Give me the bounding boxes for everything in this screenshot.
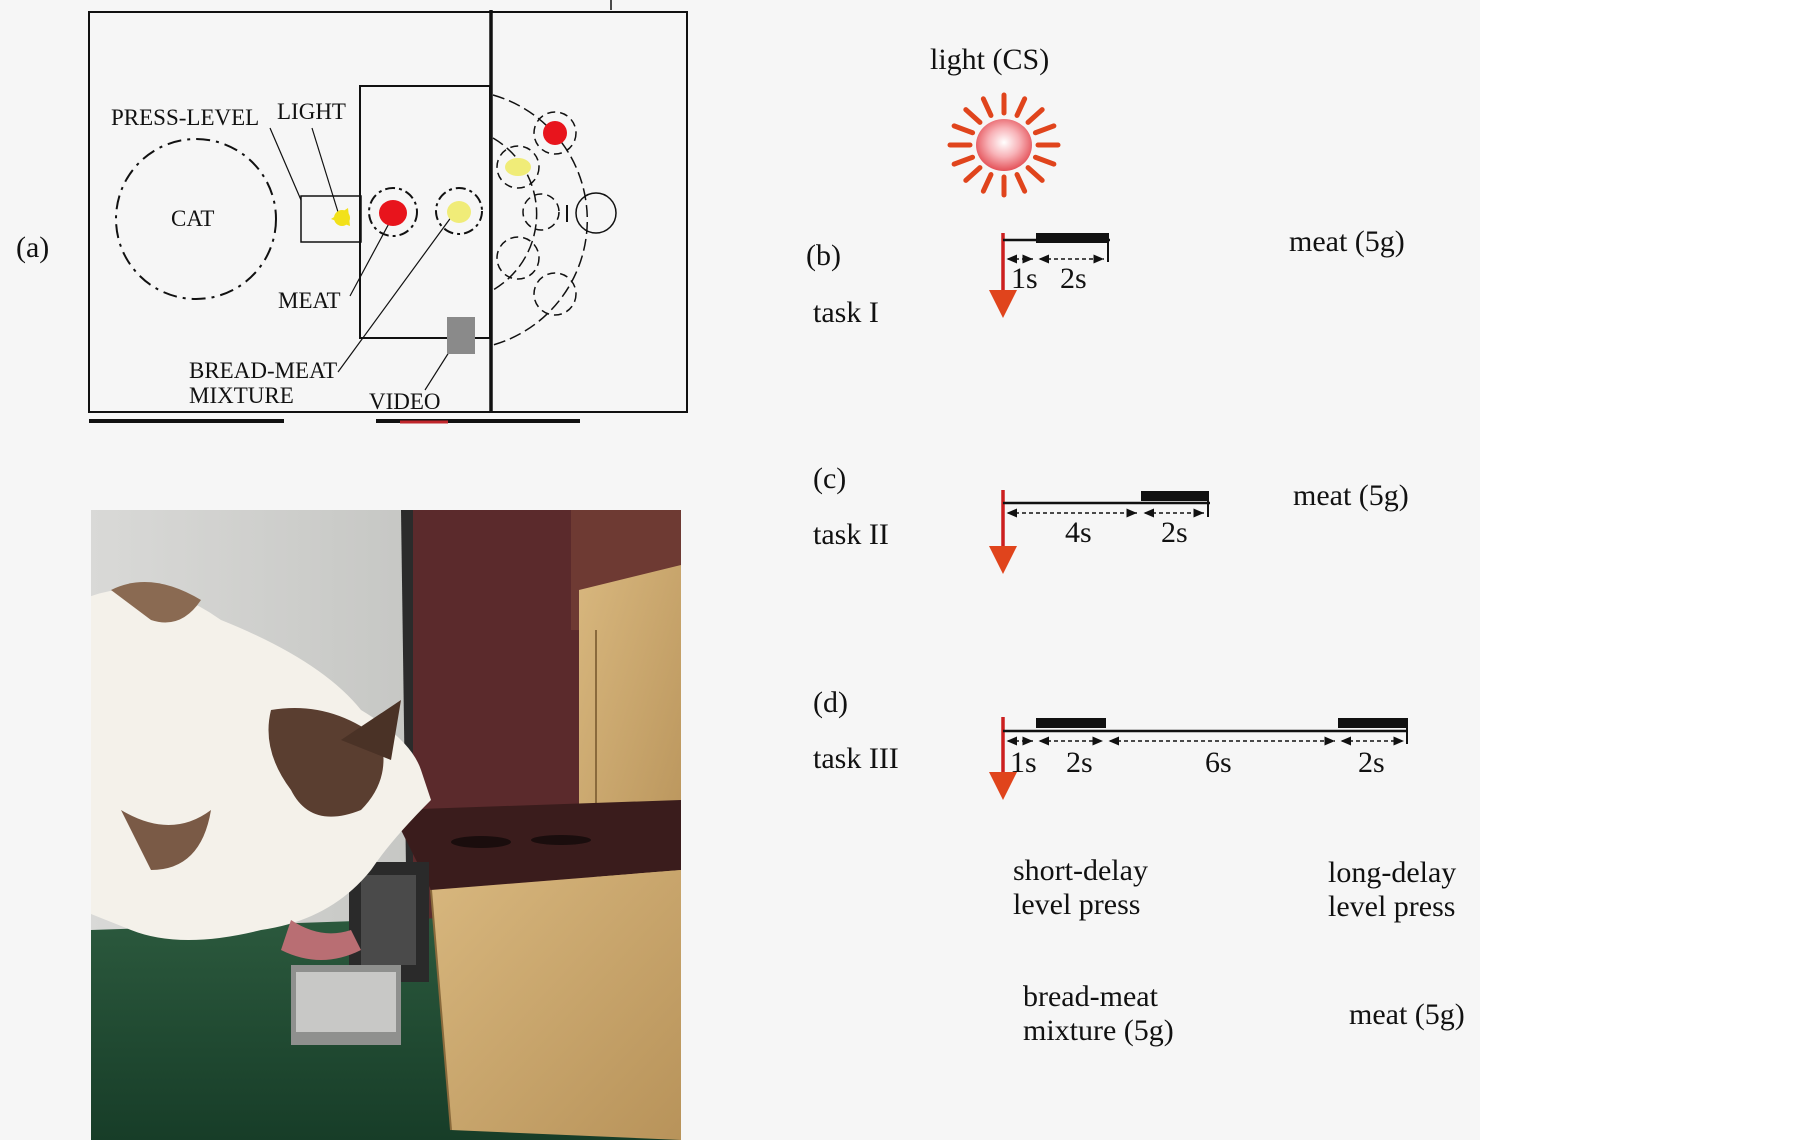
- bread-meat-label-line1: BREAD-MEAT: [189, 358, 338, 383]
- long-delay-lever-window-bar: [1338, 718, 1406, 728]
- sun-ray: [1025, 165, 1045, 183]
- sun-ray: [1014, 172, 1028, 194]
- panel-d-label: (d): [813, 686, 848, 719]
- meat-label: MEAT: [278, 288, 341, 313]
- task-2-interval-1: 4s: [1065, 516, 1092, 549]
- panel-b-label: (b): [806, 239, 841, 272]
- lever-window-bar: [1141, 491, 1207, 501]
- sun-ray: [951, 154, 976, 167]
- sun-ray: [1025, 107, 1045, 125]
- task-1-interval-2: 2s: [1060, 262, 1087, 295]
- sun-ray: [980, 172, 994, 194]
- cs-onset-arrow-icon: [989, 546, 1017, 574]
- sun-ray: [963, 107, 983, 125]
- task-3-timeline: [989, 717, 1408, 800]
- task-1-label: task I: [813, 296, 879, 329]
- cs-onset-arrow-icon: [989, 290, 1017, 318]
- short-delay-lever-window-bar: [1036, 718, 1106, 728]
- cs-onset-arrow-icon: [989, 772, 1017, 800]
- sun-ray: [1032, 154, 1057, 167]
- sun-ray: [1014, 96, 1028, 118]
- task-2-reward-label: meat (5g): [1293, 479, 1409, 512]
- panel-c-label: (c): [813, 462, 847, 495]
- light-label: LIGHT: [277, 99, 346, 124]
- task-2-label: task II: [813, 518, 889, 551]
- sun-ray: [963, 165, 983, 183]
- cat-label: CAT: [171, 206, 215, 231]
- sun-ray: [951, 123, 976, 136]
- short-delay-reward-line2: mixture (5g): [1023, 1014, 1174, 1047]
- long-delay-reward: meat (5g): [1349, 998, 1465, 1031]
- press-lever-label: PRESS-LEVEL: [111, 105, 260, 130]
- long-delay-label-line1: long-delay: [1328, 856, 1457, 889]
- bread-meat-label-line2: MIXTURE: [189, 383, 294, 408]
- cs-label: light (CS): [930, 43, 1050, 76]
- sun-ray: [980, 96, 994, 118]
- short-delay-reward-line1: bread-meat: [1023, 980, 1158, 1013]
- task-3-interval-3: 6s: [1205, 746, 1232, 779]
- panel-a-label: (a): [16, 231, 50, 264]
- long-delay-label-line2: level press: [1328, 890, 1456, 923]
- task-1-reward-label: meat (5g): [1289, 225, 1405, 258]
- task-2-interval-2: 2s: [1161, 516, 1188, 549]
- short-delay-label-line2: level press: [1013, 888, 1141, 921]
- task-3-interval-2: 2s: [1066, 746, 1093, 779]
- short-delay-label-line1: short-delay: [1013, 854, 1148, 887]
- task-3-interval-4: 2s: [1358, 746, 1385, 779]
- sun-ray: [1032, 123, 1057, 136]
- cat-photo: [91, 510, 681, 1140]
- lever-window-bar: [1036, 233, 1107, 243]
- task-1-timeline: [989, 233, 1110, 318]
- task-1-interval-1: 1s: [1011, 262, 1038, 295]
- video-label: VIDEO: [369, 389, 441, 414]
- task-2-timeline: [989, 490, 1210, 574]
- task-3-label: task III: [813, 742, 899, 775]
